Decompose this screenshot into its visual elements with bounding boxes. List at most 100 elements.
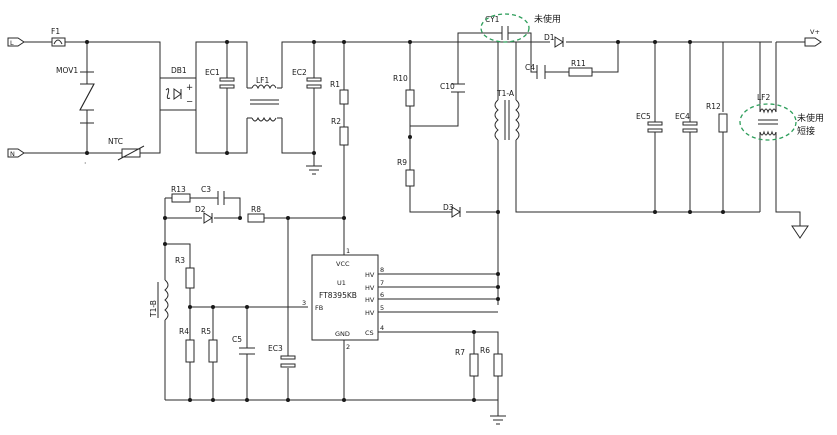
- svg-text:DB1: DB1: [171, 66, 187, 75]
- pin-number: 6: [380, 291, 384, 299]
- pin-number: 7: [380, 279, 384, 287]
- resistor-r9: R9: [397, 158, 415, 187]
- annotation-short: 短接: [797, 125, 815, 137]
- pin-vcc-label: VCC: [336, 260, 350, 268]
- resistor-r3: R3: [175, 256, 195, 289]
- svg-text:R11: R11: [571, 59, 586, 68]
- svg-text:R10: R10: [393, 74, 408, 83]
- highlight-lf2: [739, 103, 797, 141]
- pin-number: 2: [346, 343, 350, 351]
- highlight-cy1: [480, 13, 530, 43]
- stray-dot: ·: [84, 159, 86, 168]
- common-mode-choke-lf1: LF1: [247, 76, 282, 122]
- annotation-unused-lf2: 未使用: [797, 112, 824, 124]
- thermistor-ntc: NTC: [108, 137, 145, 161]
- svg-text:LF1: LF1: [256, 76, 269, 85]
- svg-text:C10: C10: [440, 82, 455, 91]
- svg-text:+: +: [186, 83, 193, 93]
- pin-cs-label: CS: [365, 329, 374, 337]
- capacitor-ec3: EC3: [268, 344, 296, 368]
- resistor-r7: R7: [455, 348, 479, 377]
- svg-text:EC3: EC3: [268, 344, 283, 353]
- ic-ref: U1: [337, 279, 346, 287]
- diode-d2: D2: [195, 205, 213, 224]
- common-mode-choke-lf2: LF2: [757, 93, 778, 136]
- capacitor-ec4: EC4: [675, 112, 698, 133]
- ground-symbol-output: [791, 225, 809, 239]
- capacitor-c3: C3: [201, 185, 232, 205]
- svg-text:D1: D1: [544, 33, 555, 42]
- svg-text:R4: R4: [179, 327, 189, 336]
- resistor-r10: R10: [393, 74, 415, 107]
- ic-u1: VCC U1 FT8395KB FB GND CS HV HV HV HV 1 …: [302, 247, 384, 351]
- transformer-t1-b: T1-B: [149, 279, 169, 321]
- varistor-mov1: MOV1: [56, 66, 95, 124]
- pin-number: 3: [302, 299, 306, 307]
- svg-text:L: L: [10, 39, 14, 47]
- bridge-rectifier-db1: + − DB1: [159, 66, 197, 111]
- svg-text:T1-A: T1-A: [496, 89, 515, 98]
- svg-text:EC2: EC2: [292, 68, 307, 77]
- capacitor-ec2: EC2: [292, 68, 322, 89]
- svg-text:EC1: EC1: [205, 68, 220, 77]
- ic-part: FT8395KB: [319, 291, 357, 300]
- capacitor-c4: C4: [525, 63, 546, 79]
- resistor-r11: R11: [568, 59, 593, 77]
- svg-text:R9: R9: [397, 158, 407, 167]
- pin-hv-label: HV: [365, 271, 375, 279]
- resistor-r8: R8: [247, 205, 265, 223]
- capacitor-c10: C10: [440, 82, 465, 93]
- svg-text:R6: R6: [480, 346, 490, 355]
- pin-number: 8: [380, 266, 384, 274]
- svg-text:C4: C4: [525, 63, 535, 72]
- transformer-t1-a: T1-A: [494, 89, 520, 141]
- pin-number: 1: [346, 247, 350, 255]
- svg-text:R8: R8: [251, 205, 261, 214]
- capacitor-ec1: EC1: [205, 68, 235, 89]
- diode-d1: D1: [544, 33, 564, 48]
- svg-text:CY1: CY1: [485, 15, 500, 24]
- wires: [24, 32, 805, 416]
- svg-text:C5: C5: [232, 335, 242, 344]
- svg-text:EC4: EC4: [675, 112, 690, 121]
- pin-gnd-label: GND: [335, 330, 350, 338]
- y-capacitor-cy1: CY1: [485, 15, 512, 40]
- svg-text:R1: R1: [330, 80, 340, 89]
- svg-text:−: −: [186, 97, 193, 107]
- resistor-r13: R13: [171, 185, 191, 203]
- svg-text:F1: F1: [51, 27, 60, 36]
- annotation-unused-cy1: 未使用: [534, 13, 561, 25]
- diode-d3: D3: [443, 203, 461, 218]
- pin-hv-label: HV: [365, 284, 375, 292]
- svg-text:R5: R5: [201, 327, 211, 336]
- junctions: [85, 40, 725, 402]
- svg-text:D2: D2: [195, 205, 206, 214]
- resistor-r6: R6: [480, 346, 503, 377]
- capacitor-c5: C5: [232, 335, 255, 355]
- resistor-r1: R1: [330, 80, 349, 105]
- svg-text:C3: C3: [201, 185, 211, 194]
- ground-symbol: [306, 165, 322, 175]
- pin-hv-label: HV: [365, 296, 375, 304]
- pin-number: 4: [380, 324, 384, 332]
- fuse-f1: F1: [51, 27, 66, 47]
- pin-fb-label: FB: [315, 304, 323, 312]
- resistor-r5: R5: [201, 327, 218, 363]
- svg-text:T1-B: T1-B: [149, 300, 158, 318]
- terminal-line: L: [7, 37, 25, 47]
- svg-text:R7: R7: [455, 348, 465, 357]
- svg-text:R2: R2: [331, 117, 341, 126]
- svg-text:NTC: NTC: [108, 137, 123, 146]
- capacitor-ec5: EC5: [636, 112, 663, 133]
- resistor-r2: R2: [331, 117, 349, 146]
- svg-text:EC5: EC5: [636, 112, 651, 121]
- pin-number: 5: [380, 304, 384, 312]
- terminal-output: V+: [804, 28, 822, 47]
- resistor-r4: R4: [179, 327, 195, 363]
- pin-hv-label: HV: [365, 309, 375, 317]
- svg-text:V+: V+: [810, 28, 820, 36]
- svg-text:N: N: [10, 150, 15, 158]
- svg-text:MOV1: MOV1: [56, 66, 78, 75]
- svg-text:LF2: LF2: [757, 93, 770, 102]
